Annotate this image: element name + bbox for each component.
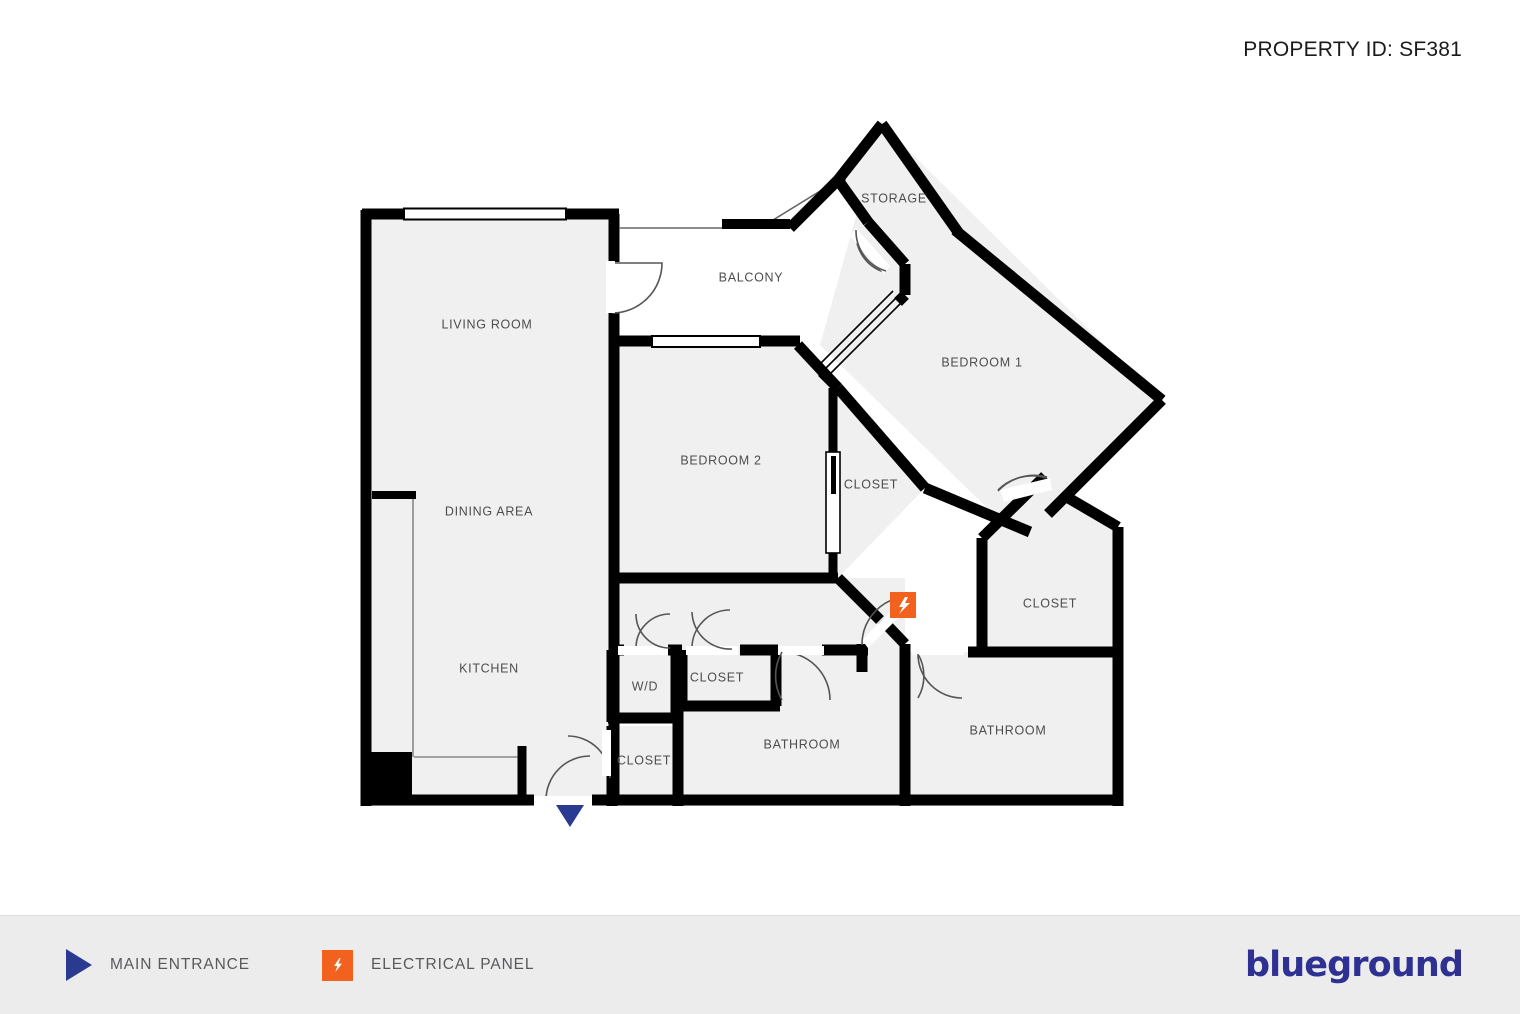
room-labels: LIVING ROOM DINING AREA KITCHEN BALCONY … bbox=[441, 191, 1077, 767]
fill-closet-bedroom-2 bbox=[838, 388, 925, 578]
legend-item-electrical-panel: ELECTRICAL PANEL bbox=[322, 949, 535, 981]
fill-bathroom-hall bbox=[678, 650, 905, 806]
brand-logo: blueground bbox=[1245, 945, 1464, 985]
fill-bathroom-master bbox=[905, 652, 1117, 806]
label-closet-master: CLOSET bbox=[1023, 596, 1077, 610]
walls bbox=[360, 120, 1166, 806]
electrical-panel-marker bbox=[890, 592, 916, 618]
property-id: PROPERTY ID: SF381 bbox=[1243, 38, 1462, 61]
label-balcony: BALCONY bbox=[719, 270, 784, 284]
fill-closet-entry bbox=[612, 726, 678, 806]
door-swings bbox=[534, 228, 1052, 805]
label-bathroom-master: BATHROOM bbox=[970, 723, 1047, 737]
legend-item-main-entrance: MAIN ENTRANCE bbox=[66, 949, 250, 981]
fill-storage bbox=[838, 124, 955, 280]
label-bathroom-hall: BATHROOM bbox=[764, 737, 841, 751]
label-closet-hall: CLOSET bbox=[690, 670, 744, 684]
floorplan-svg: LIVING ROOM DINING AREA KITCHEN BALCONY … bbox=[360, 120, 1166, 827]
label-washer-dryer: W/D bbox=[632, 679, 658, 693]
floorplan-canvas: LIVING ROOM DINING AREA KITCHEN BALCONY … bbox=[360, 120, 1166, 827]
label-kitchen: KITCHEN bbox=[459, 661, 519, 675]
label-living-room: LIVING ROOM bbox=[441, 317, 532, 331]
label-dining-area: DINING AREA bbox=[445, 504, 533, 518]
markers bbox=[556, 592, 916, 827]
sliding-door-bedroom-1 bbox=[816, 290, 904, 378]
fill-wd bbox=[612, 650, 678, 718]
legend-label-main-entrance: MAIN ENTRANCE bbox=[110, 956, 251, 973]
label-bedroom-1: BEDROOM 1 bbox=[941, 355, 1022, 369]
fill-hallway bbox=[614, 578, 905, 652]
triangle-icon bbox=[66, 949, 92, 981]
label-bedroom-2: BEDROOM 2 bbox=[680, 453, 761, 467]
footer-legend-bar: MAIN ENTRANCE ELECTRICAL PANEL bluegroun… bbox=[0, 915, 1520, 1014]
label-storage: STORAGE bbox=[861, 191, 927, 205]
label-closet-entry: CLOSET bbox=[617, 753, 671, 767]
fill-living-dining-kitchen bbox=[367, 216, 614, 800]
bolt-icon bbox=[322, 949, 354, 981]
main-entrance-marker bbox=[556, 805, 584, 827]
legend: MAIN ENTRANCE ELECTRICAL PANEL bbox=[0, 916, 534, 1014]
label-closet-bedroom-2: CLOSET bbox=[844, 477, 898, 491]
legend-label-electrical-panel: ELECTRICAL PANEL bbox=[371, 956, 535, 973]
room-fills bbox=[367, 124, 1160, 806]
fill-bedroom-2 bbox=[617, 345, 838, 578]
